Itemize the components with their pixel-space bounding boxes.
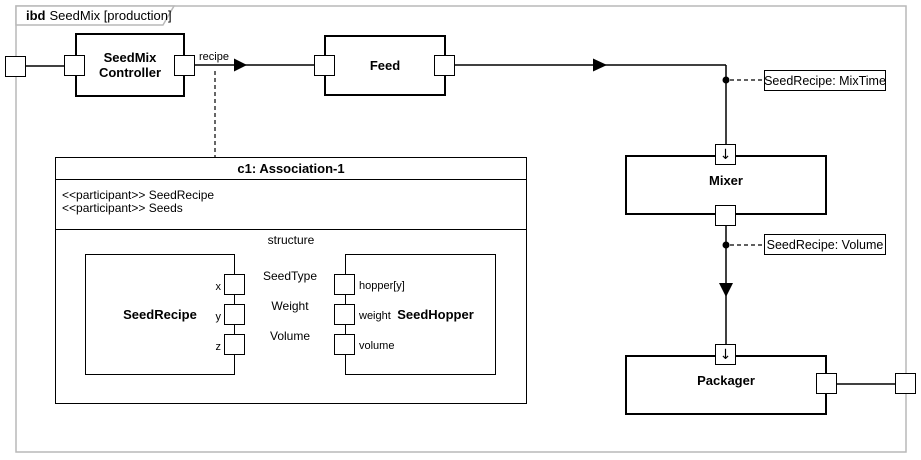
block-seedmix-controller[interactable]: SeedMix Controller — [75, 33, 185, 97]
seedrecipe-port-y[interactable] — [224, 304, 245, 325]
port-label-weight: weight — [359, 310, 391, 322]
arrowhead-down-icon — [719, 283, 733, 297]
participant-item: <<participant>> SeedRecipe — [62, 188, 215, 202]
association-participants: <<participant>> SeedRecipe <<participant… — [56, 180, 526, 230]
seedhopper-port-hopper[interactable] — [334, 274, 355, 295]
block-label: SeedHopper — [397, 307, 474, 322]
block-feed[interactable]: Feed — [324, 35, 446, 96]
note-seedrecipe-mixtime[interactable]: SeedRecipe: MixTime — [764, 70, 886, 91]
flow-direction-icon: ↓ — [719, 347, 732, 363]
block-label: Mixer — [709, 172, 743, 188]
frame-keyword: ibd — [26, 8, 46, 23]
connector-label-recipe: recipe — [199, 51, 229, 63]
port-label-z: z — [215, 341, 222, 353]
port-label-volume: volume — [359, 340, 395, 352]
junction-dot — [722, 241, 730, 249]
port-label-y: y — [215, 311, 222, 323]
feed-port-left[interactable] — [314, 55, 335, 76]
block-seedrecipe[interactable]: SeedRecipe — [85, 254, 235, 375]
frame-tab-shape — [15, 5, 176, 26]
packager-port-right[interactable] — [816, 373, 837, 394]
seedhopper-port-volume[interactable] — [334, 334, 355, 355]
seedhopper-port-weight[interactable] — [334, 304, 355, 325]
block-label: SeedRecipe — [123, 307, 197, 322]
block-packager[interactable]: Packager — [625, 355, 827, 415]
block-label: Packager — [697, 372, 755, 388]
controller-port-right[interactable] — [174, 55, 195, 76]
frame-port-right[interactable] — [895, 373, 916, 394]
arrowhead-right-icon — [234, 58, 247, 72]
note-seedrecipe-volume[interactable]: SeedRecipe: Volume — [764, 234, 886, 255]
seedrecipe-port-z[interactable] — [224, 334, 245, 355]
feed-port-right[interactable] — [434, 55, 455, 76]
frame-title: SeedMix [production] — [49, 8, 172, 23]
mixer-port-bottom[interactable] — [715, 205, 736, 226]
frame-port-left[interactable] — [5, 56, 26, 77]
connector-label-weight: Weight — [271, 299, 309, 313]
structure-compartment-label: structure — [267, 233, 315, 247]
participant-item: <<participant>> Seeds — [62, 200, 183, 215]
arrowhead-right-icon — [593, 58, 607, 72]
association-title: c1: Association-1 — [56, 158, 526, 180]
junction-dot — [722, 76, 730, 84]
block-label: Feed — [369, 58, 401, 73]
connector-label-volume: Volume — [269, 329, 311, 343]
controller-port-left[interactable] — [64, 55, 85, 76]
port-label-hopper: hopper[y] — [359, 280, 405, 292]
connector-label-seedtype: SeedType — [262, 269, 318, 283]
frame-border — [15, 5, 907, 453]
block-seedhopper[interactable]: SeedHopper — [345, 254, 496, 375]
seedrecipe-port-x[interactable] — [224, 274, 245, 295]
block-label: SeedMix Controller — [98, 50, 162, 80]
mixer-port-top[interactable]: ↓ — [715, 144, 736, 165]
flow-direction-icon: ↓ — [719, 147, 732, 163]
packager-port-top[interactable]: ↓ — [715, 344, 736, 365]
port-label-x: x — [215, 281, 222, 293]
